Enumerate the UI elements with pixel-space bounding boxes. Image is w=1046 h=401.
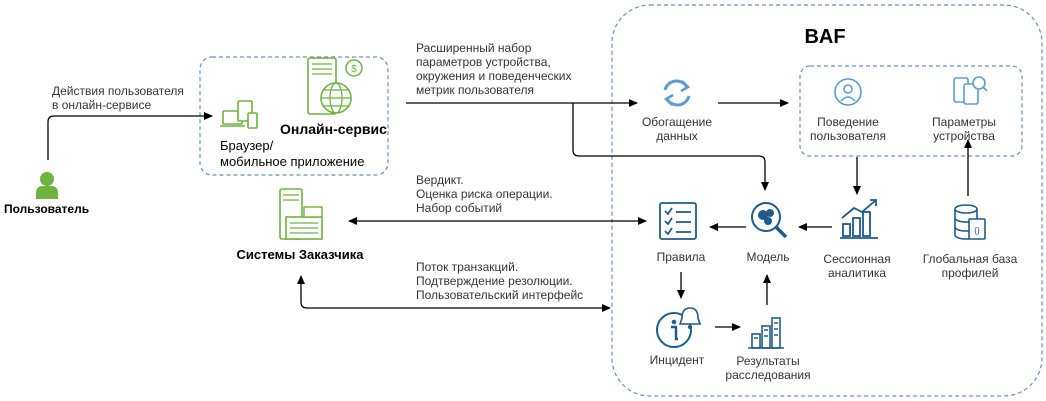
user-action-label: Действия пользователя в онлайн-сервисе (52, 84, 184, 112)
extended-params-label: Расширенный набор параметров устройства,… (416, 41, 572, 97)
server-rack-icon (279, 188, 323, 240)
baf-container (611, 4, 1043, 397)
baf-title: BAF (804, 26, 846, 48)
model-label: Модель (746, 250, 790, 264)
incident-label: Инцидент (649, 353, 705, 367)
bar-chart-icon (840, 199, 878, 239)
verdict-label: Вердикт. Оценка риска операции. Набор со… (416, 173, 553, 215)
server-globe-icon: $ (307, 57, 363, 115)
arrow-customer-transactions (297, 275, 611, 312)
browser-label: Браузер/ мобильное приложение (220, 138, 365, 169)
person-circle-icon (834, 78, 862, 106)
sync-icon (663, 79, 691, 107)
arrow-branch-to-model (572, 103, 769, 191)
customer-systems-label: Системы Заказчика (236, 247, 364, 262)
mobile-search-icon (953, 76, 988, 105)
arrow-user-to-browser (47, 112, 213, 160)
rules-label: Правила (656, 250, 706, 264)
profiling-container (799, 65, 1023, 157)
investigation-label: Результаты расследования (725, 354, 811, 382)
global-profiles-label: Глобальная база профилей (922, 252, 1018, 280)
user-icon (36, 172, 58, 199)
results-chart-icon (748, 317, 784, 349)
transactions-label: Поток транзакций. Подтверждение резолюци… (416, 260, 584, 302)
checklist-icon (659, 202, 697, 240)
enrichment-label: Обогащение данных (641, 115, 713, 143)
svg-text:$: $ (351, 64, 357, 75)
user-behavior-label: Поведение пользователя (810, 115, 886, 143)
info-bell-icon (656, 307, 702, 348)
session-analytics-label: Сессионная аналитика (823, 252, 891, 280)
svg-text:{}: {} (974, 226, 980, 235)
device-params-label: Параметры устройства (932, 115, 996, 143)
magnifier-icon (751, 202, 788, 239)
devices-icon (220, 100, 258, 129)
user-label: Пользователь (4, 202, 90, 216)
online-service-label: Онлайн-сервис (280, 121, 387, 137)
database-icon: {} (954, 204, 986, 240)
